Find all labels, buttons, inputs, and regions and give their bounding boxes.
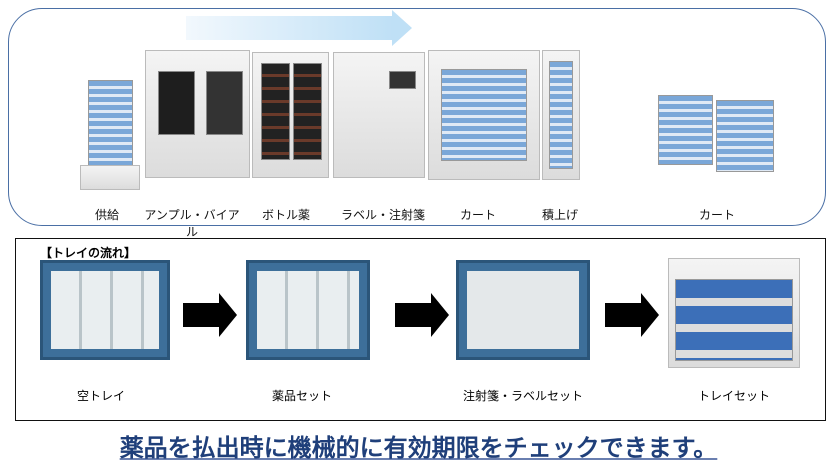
label-supply: 供給 [94,208,119,222]
flow-direction-arrow-icon [186,10,412,46]
label-cart: カート [459,208,496,222]
slogan-heading: 薬品を払出時に機械的に有効期限をチェックできます。 [119,434,718,462]
arrow-right-icon [183,293,237,337]
cart-unit-image [428,50,540,180]
step-caption: 空トレイ [76,389,125,403]
label-label-prescription: ラベル・注射箋 [340,208,425,222]
label-prescription-unit-image [333,52,425,178]
step-caption: トレイセット [697,389,770,403]
label-bottle: ボトル薬 [261,208,310,222]
label-cart-2: カート [698,208,735,222]
tray-set-cart-photo [668,258,800,368]
cart-image-1 [658,95,713,165]
drug-set-tray-photo [246,260,370,360]
bottle-unit-image [252,52,329,178]
supply-unit-base [80,165,140,190]
empty-tray-photo [40,260,170,360]
ampoule-vial-unit-image [145,50,250,178]
stacker-unit-image [542,50,580,180]
tray-flow-title: 【トレイの流れ】 [40,246,137,260]
label-ampoule-vial: アンプル・バイアル [144,208,240,239]
step-caption: 薬品セット [271,389,332,403]
tray-flow-frame [15,238,826,421]
label-stacker: 積上げ [541,208,578,222]
step-caption: 注射箋・ラベルセット [462,389,583,403]
system-overview-frame [8,8,826,226]
supply-unit-image [88,80,133,170]
arrow-right-icon [395,293,449,337]
cart-image-2 [716,100,774,172]
arrow-right-icon [605,293,659,337]
prescription-label-tray-photo [456,260,590,360]
